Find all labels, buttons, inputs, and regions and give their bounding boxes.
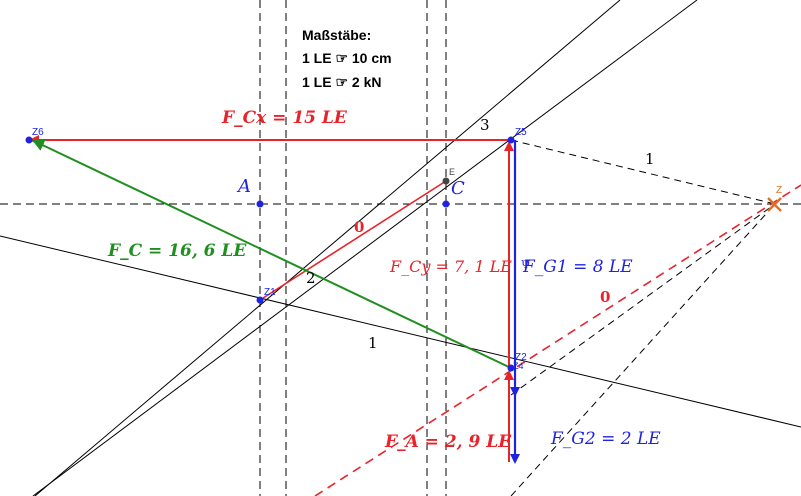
point-z5 [507,136,515,144]
scale-line-1: 1 LE ☞ 10 cm [302,50,392,66]
label-point-a: A [236,176,251,197]
pole-ray-3 [510,203,776,496]
points [25,136,515,372]
label-fg2: F_G2 = 2 LE [550,429,661,449]
line-steep-2 [34,0,621,496]
pole-rays [510,139,776,496]
ray-number-1-low: 1 [368,334,378,352]
point-z6 [25,136,33,144]
arrow-fc [32,139,512,369]
ray-number-3: 3 [480,116,490,134]
psi-label: Ψ [521,258,531,271]
point-a [256,200,264,208]
pole-ray-1 [510,139,776,205]
label-pole-z: Z [776,185,782,196]
point-c [442,200,450,208]
point-z1 [256,296,264,304]
scale-line-2: 1 LE ☞ 2 kN [302,74,381,90]
red-line-z1-e [259,180,447,301]
ray-number-0-right: 0 [600,288,610,306]
label-fa: F_A = 2, 9 LE [384,432,512,452]
label-z6: Z6 [32,127,44,138]
label-z5: Z5 [515,127,527,138]
point-e [442,177,450,185]
label-fcx: F_Cx = 15 LE [221,108,348,128]
ray-number-1-top: 1 [645,150,655,168]
ray-number-2: 2 [306,269,316,287]
line-steep-1 [32,0,698,496]
point-z2 [507,364,515,372]
red-dashed-line [314,184,801,496]
label-point-e: E [449,167,455,177]
label-point-c: C [451,178,465,199]
ray-number-0-mid: 0 [354,218,364,236]
pole-z-marker [767,197,782,212]
label-z2: Z2 [515,352,527,363]
label-fg1: F_G1 = 8 LE [522,257,633,277]
scale-title: Maßstäbe: [302,27,371,43]
line-shallow [0,235,801,428]
label-z4: Z4 [513,361,524,371]
label-fcy: F_Cy = 7, 1 LE [389,257,512,276]
label-z1: Z1 [264,287,276,298]
pole-ray-2 [510,203,776,396]
label-fc: F_C = 16, 6 LE [107,241,247,261]
